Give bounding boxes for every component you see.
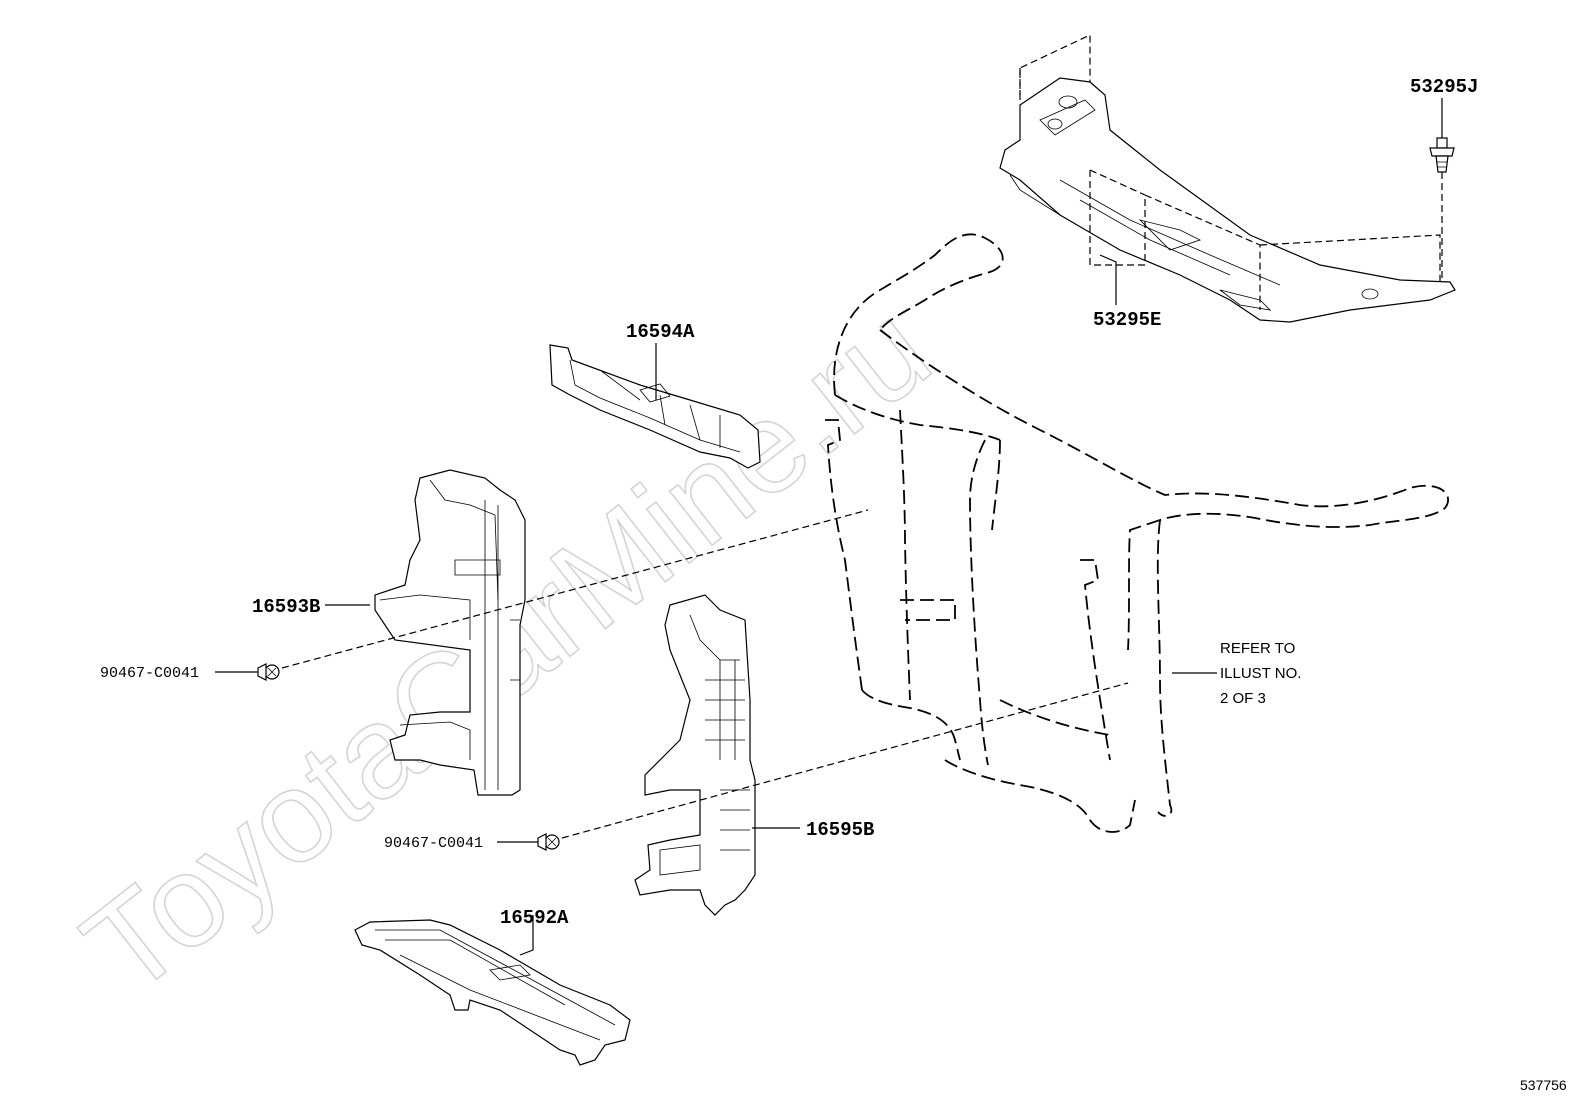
fastener-2-clip <box>537 833 560 851</box>
part-53295E-shield <box>999 77 1456 323</box>
illustration-number: 537756 <box>1520 1077 1567 1093</box>
note-line-2: ILLUST NO. <box>1220 665 1301 682</box>
part-53295J-clip <box>1429 137 1455 173</box>
part-16593B-seal <box>374 469 526 796</box>
fastener-1-clip <box>257 663 280 681</box>
label-16595B: 16595B <box>806 819 874 841</box>
part-16594A-seal <box>549 344 761 469</box>
label-16592A: 16592A <box>500 907 569 929</box>
label-53295J: 53295J <box>1410 76 1478 98</box>
part-53295E-guides <box>1019 34 1441 310</box>
note-line-1: REFER TO <box>1220 640 1295 657</box>
part-16592A-seal <box>354 919 631 1066</box>
leader-lines <box>215 98 1443 956</box>
label-16593B: 16593B <box>252 596 320 618</box>
label-fastener-1: 90467-C0041 <box>100 665 199 682</box>
label-53295E: 53295E <box>1093 309 1161 331</box>
label-16594A: 16594A <box>626 321 695 343</box>
note-line-3: 2 OF 3 <box>1220 690 1266 707</box>
part-16595B-seal <box>634 594 756 916</box>
label-fastener-2: 90467-C0041 <box>384 835 483 852</box>
radiator-support-body-outline <box>825 233 1449 833</box>
reference-note: REFER TO ILLUST NO. 2 OF 3 <box>1220 640 1301 707</box>
